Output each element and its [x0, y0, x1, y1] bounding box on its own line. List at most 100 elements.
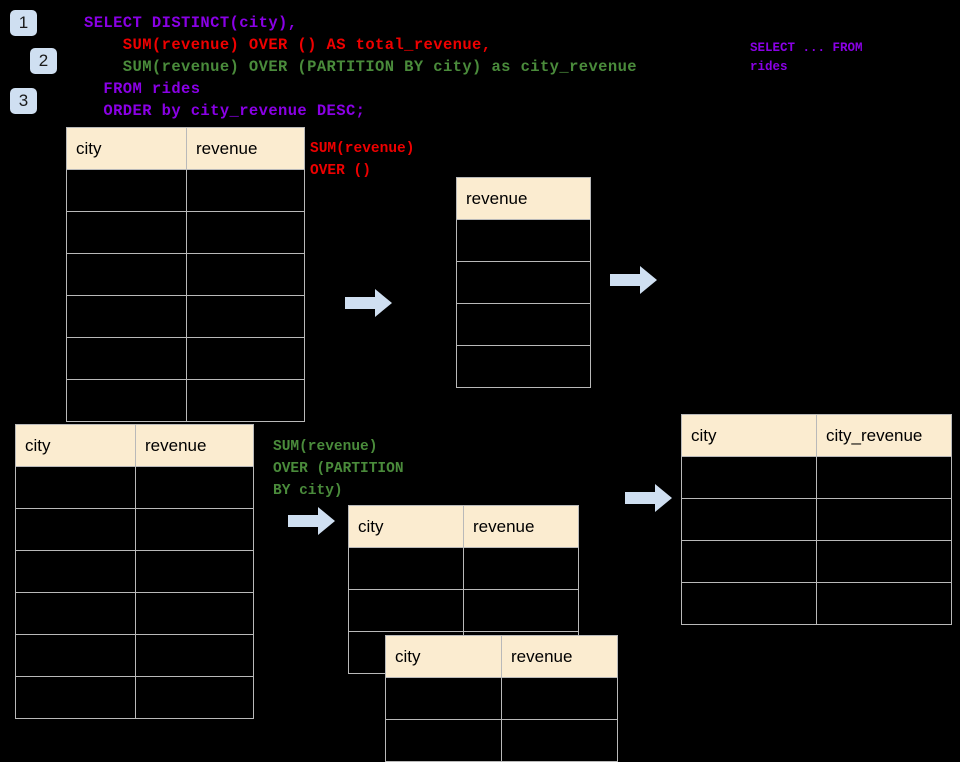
step-badge-3: 3 [10, 88, 37, 114]
table-cell [385, 677, 502, 720]
diagram-canvas: 1 2 3 SELECT DISTINCT(city), SUM(revenue… [10, 10, 952, 762]
annotation-partition-line-3: BY city) [273, 483, 343, 499]
arrow-source-to-total-icon [345, 288, 393, 318]
annotation-total-line-2: OVER () [310, 163, 371, 179]
table-cell [15, 676, 136, 719]
column-header-revenue: revenue [135, 424, 254, 467]
table-cell [135, 676, 254, 719]
table-cell [15, 592, 136, 635]
table-row [66, 169, 305, 212]
step-badge-2: 2 [30, 48, 57, 74]
table-cell [15, 634, 136, 677]
table-cell [681, 582, 817, 625]
column-header-revenue: revenue [186, 127, 305, 170]
table-cell [816, 498, 952, 541]
table-header-row: city revenue [385, 635, 618, 678]
table-cell [135, 466, 254, 509]
table-row [348, 547, 579, 590]
table-row [385, 677, 618, 720]
table-cell [66, 169, 187, 212]
table-source-bottom: city revenue [15, 424, 254, 719]
table-cell [186, 295, 305, 338]
table-cell [186, 337, 305, 380]
arrow-partition-to-result-icon [625, 483, 673, 513]
sql-line-1: SELECT DISTINCT(city), [84, 14, 298, 32]
table-row [15, 676, 254, 719]
side-note-line-2: rides [750, 60, 788, 74]
table-cell [66, 253, 187, 296]
table-cell [15, 466, 136, 509]
table-cell [816, 582, 952, 625]
column-header-city: city [15, 424, 136, 467]
table-result: city city_revenue [681, 414, 952, 625]
table-total-revenue: revenue [456, 177, 591, 388]
table-cell [186, 253, 305, 296]
arrow-source-to-partition-icon [288, 506, 336, 536]
table-cell [816, 540, 952, 583]
table-cell [501, 677, 618, 720]
table-cell [186, 379, 305, 422]
table-cell [681, 498, 817, 541]
table-row [15, 592, 254, 635]
arrow-total-to-result-icon [610, 265, 658, 295]
column-header-revenue: revenue [463, 505, 579, 548]
table-row [15, 550, 254, 593]
table-row [456, 303, 591, 346]
table-row [348, 589, 579, 632]
table-row [456, 261, 591, 304]
sql-line-5: ORDER by city_revenue DESC; [84, 102, 366, 120]
side-note-line-1: SELECT ... FROM [750, 41, 863, 55]
table-cell [348, 589, 464, 632]
column-header-city-revenue: city_revenue [816, 414, 952, 457]
table-cell [135, 592, 254, 635]
table-row [66, 337, 305, 380]
table-row [681, 582, 952, 625]
table-row [15, 634, 254, 677]
table-row [681, 498, 952, 541]
table-cell [456, 219, 591, 262]
table-cell [15, 550, 136, 593]
table-header-row: city city_revenue [681, 414, 952, 457]
table-cell [816, 456, 952, 499]
column-header-revenue: revenue [456, 177, 591, 220]
table-source-top: city revenue [66, 127, 305, 422]
sql-line-3: SUM(revenue) OVER (PARTITION BY city) as… [84, 58, 637, 76]
annotation-total-line-1: SUM(revenue) [310, 141, 415, 157]
table-row [681, 540, 952, 583]
table-cell [463, 547, 579, 590]
column-header-city: city [66, 127, 187, 170]
table-header-row: city revenue [66, 127, 305, 170]
table-cell [681, 456, 817, 499]
sql-line-4: FROM rides [84, 80, 201, 98]
table-row [66, 379, 305, 422]
table-cell [135, 508, 254, 551]
table-row [66, 253, 305, 296]
table-partition-front: city revenue [385, 635, 618, 762]
annotation-partition-line-1: SUM(revenue) [273, 439, 378, 455]
column-header-city: city [681, 414, 817, 457]
column-header-revenue: revenue [501, 635, 618, 678]
table-row [456, 219, 591, 262]
table-cell [456, 261, 591, 304]
table-cell [681, 540, 817, 583]
table-cell [186, 169, 305, 212]
table-row [15, 508, 254, 551]
step-badge-1: 1 [10, 10, 37, 36]
table-cell [463, 589, 579, 632]
table-cell [66, 295, 187, 338]
table-row [681, 456, 952, 499]
table-cell [385, 719, 502, 762]
table-cell [66, 337, 187, 380]
sql-line-2: SUM(revenue) OVER () AS total_revenue, [84, 36, 492, 54]
table-header-row: city revenue [15, 424, 254, 467]
table-header-row: revenue [456, 177, 591, 220]
column-header-city: city [348, 505, 464, 548]
table-cell [66, 211, 187, 254]
table-cell [456, 345, 591, 388]
table-cell [186, 211, 305, 254]
table-header-row: city revenue [348, 505, 579, 548]
table-cell [348, 547, 464, 590]
column-header-city: city [385, 635, 502, 678]
table-row [385, 719, 618, 762]
table-row [66, 295, 305, 338]
